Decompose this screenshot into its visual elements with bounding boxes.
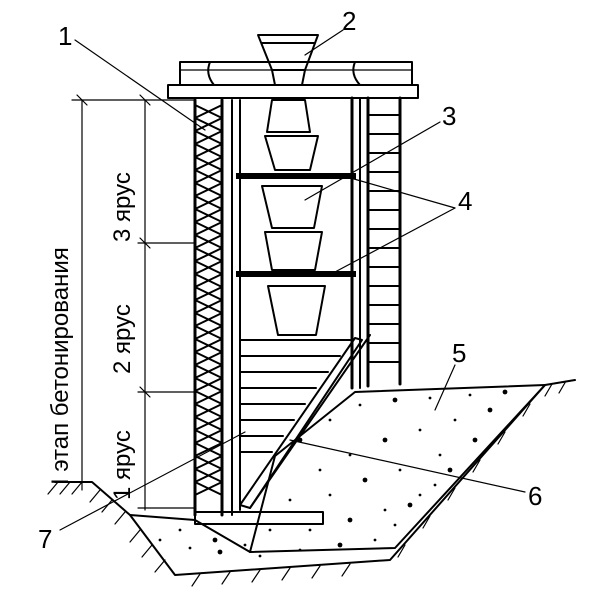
- dimension-lines: [71, 94, 196, 511]
- horizontal-braces: [236, 173, 356, 277]
- concrete-fill: [129, 384, 546, 558]
- tier-1-label: 1 ярус: [109, 430, 136, 500]
- hopper: [257, 34, 319, 86]
- callout-4: 4: [458, 186, 472, 216]
- base-plate: [194, 511, 324, 525]
- stage-label: I этап бетонирования: [47, 247, 74, 485]
- leader-lines: [59, 29, 526, 531]
- left-lattice-column: [193, 98, 241, 517]
- tier-3-label: 3 ярус: [109, 172, 136, 242]
- callout-7: 7: [38, 524, 52, 554]
- callout-5: 5: [452, 338, 466, 368]
- callout-6: 6: [528, 481, 542, 511]
- callout-3: 3: [442, 101, 456, 131]
- tier-2-label: 2 ярус: [109, 304, 136, 374]
- inclined-formwork: [239, 334, 371, 509]
- callout-2: 2: [342, 6, 356, 36]
- top-platform: [167, 61, 419, 99]
- concrete-trunk: [261, 99, 326, 336]
- callout-1: 1: [58, 21, 72, 51]
